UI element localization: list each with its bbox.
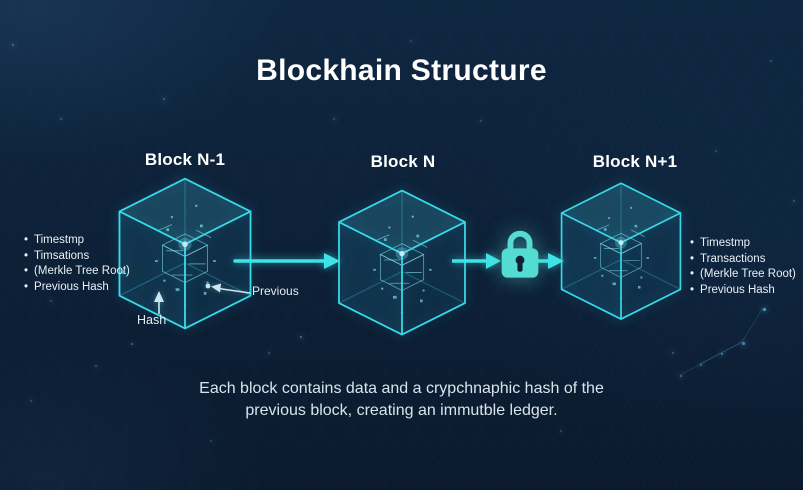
particle-dot [763,308,766,311]
previous-pointer-arrow-icon [205,283,251,294]
particle-dot [770,60,772,62]
particle-dot [268,352,270,354]
particle-dot [60,118,62,120]
particle-dot [300,336,302,338]
particle-dot [12,44,14,46]
particle-dot [50,300,52,302]
block-n-1-fields-list: TimestmpTimsations(Merkle Tree Root)Prev… [24,233,130,295]
particle-dot [700,364,702,366]
block-n-plus-1-label: Block N+1 [592,152,678,171]
particle-dot [30,400,32,402]
particle-dot [95,365,97,367]
particle-dot [560,430,562,432]
particle-dot [210,440,212,442]
particle-dot [672,352,674,354]
particle-dot [680,375,682,377]
constellation-lines [679,307,764,376]
particle-dot [131,343,133,345]
page-title: Blockhain Structure [256,54,547,87]
hash-pointer-arrow-icon [154,291,164,314]
list-item: Timestmp [24,233,130,249]
block-n-label: Block N [370,152,436,171]
particle-dot [742,342,745,345]
arrow-right-icon [233,253,340,269]
list-item: Previous Hash [24,280,130,296]
particle-dot [721,353,723,355]
particle-dot [410,40,412,42]
particle-dot [480,120,482,122]
list-item: Previous Hash [690,283,796,299]
list-item: Timsations [24,249,130,265]
lock-icon [501,230,539,278]
block-n-1-label: Block N-1 [144,150,226,169]
particle-dot [122,271,125,274]
list-item: (Merkle Tree Root) [24,264,130,280]
hash-label: Hash [137,313,167,327]
arrow-right-icon [452,253,501,269]
list-item: Transactions [690,252,796,268]
list-item: (Merkle Tree Root) [690,267,796,283]
list-item: Timestmp [690,236,796,252]
particle-dot [715,150,717,152]
caption-line-2: previous block, creating an immutble led… [245,402,558,419]
block-n-plus-1-fields-list: TimestmpTransactions(Merkle Tree Root)Pr… [690,236,796,298]
particle-dot [163,98,165,100]
caption-line-1: Each block contains data and a crypchnap… [199,380,604,397]
previous-label: Previous [252,284,299,298]
particle-dot [333,118,335,120]
particle-dot [793,200,795,202]
caption: Each block contains data and a crypchnap… [0,378,803,422]
